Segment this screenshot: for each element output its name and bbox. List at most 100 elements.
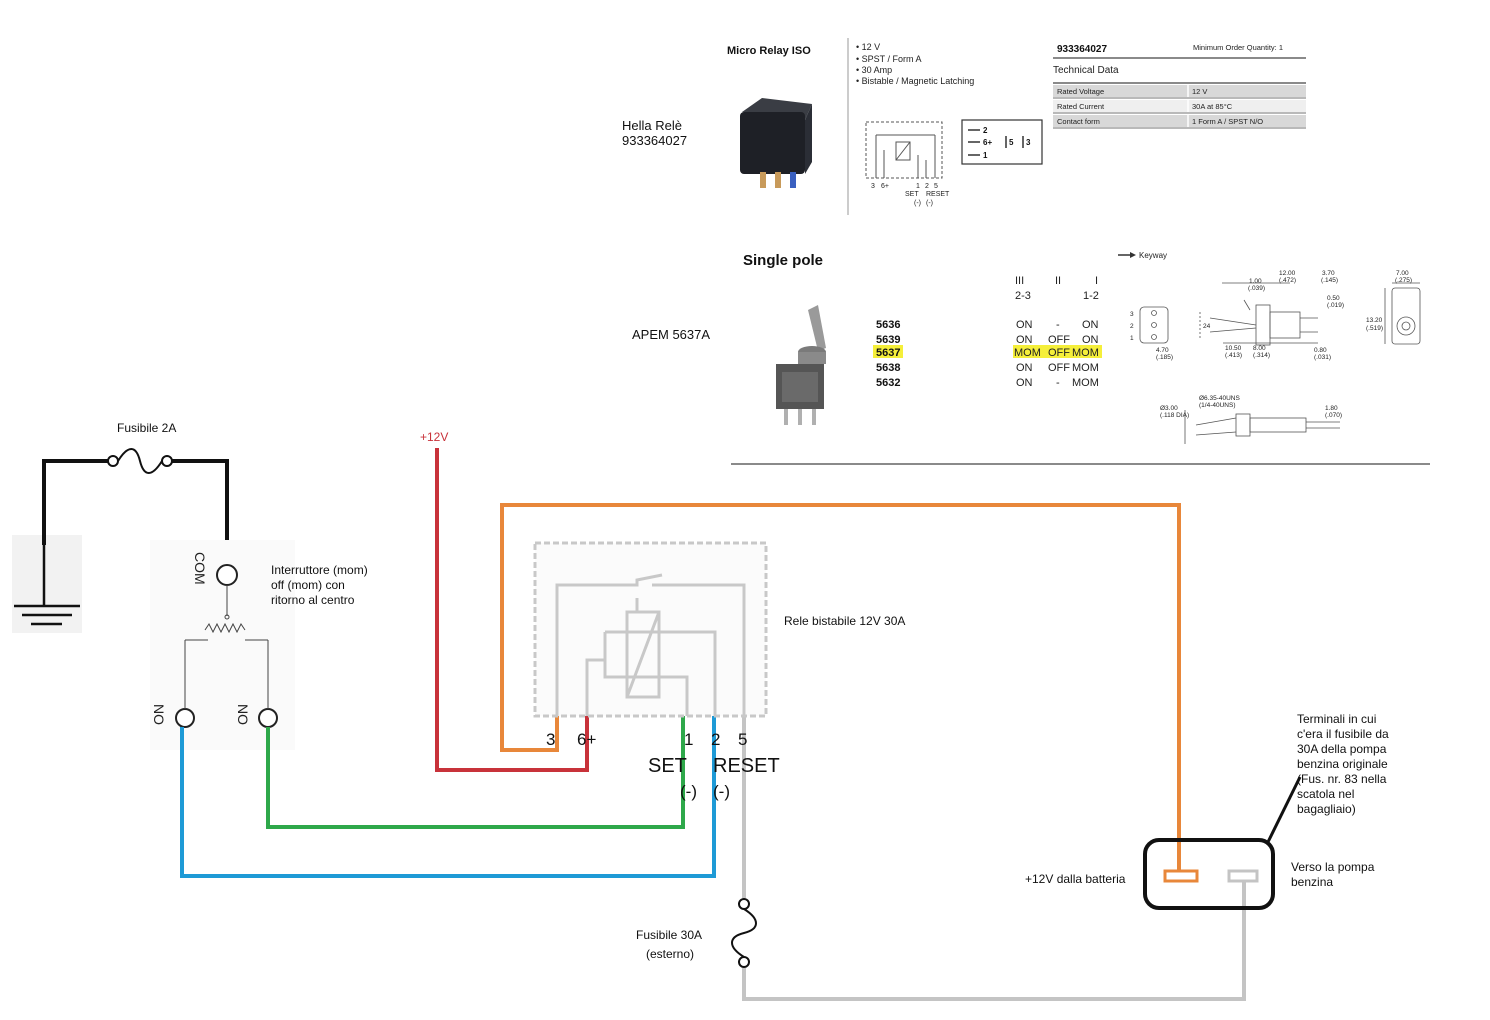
apem-a-1: ON: [1016, 334, 1033, 346]
apem-title: Single pole: [743, 252, 823, 269]
apem-b-2: OFF: [1048, 347, 1070, 359]
apem-code-4: 5632: [876, 377, 900, 389]
dim-6: 0.50: [1327, 295, 1340, 302]
switch-desc-2: off (mom) con: [271, 578, 345, 592]
dim-10: 8.00: [1253, 345, 1266, 352]
fuse-2a-label: Fusibile 2A: [117, 421, 176, 435]
dim-17: (.275): [1395, 277, 1412, 284]
apem-code-0: 5636: [876, 319, 900, 331]
hella-pin-5: 5: [934, 183, 938, 190]
switch-drawings: [1139, 282, 1421, 444]
hella-pin-box: [961, 119, 1043, 165]
pump-label-1: Verso la pompa: [1291, 860, 1375, 874]
terminals-desc-6: bagagliaio): [1297, 802, 1356, 816]
dim-12: 4.70: [1156, 347, 1169, 354]
switch-no-label-right: NO: [235, 704, 251, 725]
dim-13: (.185): [1156, 354, 1173, 361]
relay-pin-2: 2: [711, 730, 720, 749]
apem-c-0: ON: [1082, 319, 1099, 331]
hella-pin-6: 6+: [881, 183, 889, 190]
relay-pin-1: 1: [684, 730, 693, 749]
wire-gray-fuse-to-pump: [742, 876, 1246, 1001]
hella-box-pin-3: 3: [1026, 138, 1031, 147]
dim-25: 1.80: [1325, 405, 1338, 412]
spec-row-bg-2: [1053, 115, 1306, 127]
hella-min-order: Minimum Order Quantity: 1: [1193, 43, 1283, 52]
terminal-pointer: [1266, 776, 1302, 843]
wire-fuse-to-com: [172, 459, 229, 570]
apem-b-4: -: [1056, 377, 1060, 389]
highlight-row: [1013, 345, 1102, 358]
hella-tech-title: Technical Data: [1053, 65, 1119, 76]
fuse-30a-label-2: (esterno): [646, 947, 694, 961]
terminal-pump: [1227, 869, 1259, 883]
spec-key-2: Contact form: [1057, 117, 1100, 126]
hella-pin-3: 3: [871, 183, 875, 190]
apem-c-4: MOM: [1072, 377, 1099, 389]
hella-bullet-3: • Bistable / Magnetic Latching: [856, 76, 974, 86]
switch-com-label: COM: [192, 552, 208, 585]
apem-rows: 5636 ON - ON 5639 ON OFF ON 5637 MOM OFF…: [876, 319, 1099, 389]
spec-key-1: Rated Current: [1057, 102, 1105, 111]
dim-2: 3.70: [1322, 270, 1335, 277]
terminal-battery: [1163, 869, 1199, 883]
apem-datasheet: APEM 5637A Single pole III II I 2-3 1-2 …: [632, 251, 1421, 444]
fuse-30a-icon: [731, 898, 757, 968]
keyway-label: Keyway: [1139, 251, 1167, 260]
apem-a-0: ON: [1016, 319, 1033, 331]
dim-14: 0.80: [1314, 347, 1327, 354]
dim-11: (.314): [1253, 352, 1270, 359]
dim-24: (.118 DIA): [1160, 412, 1189, 419]
dim-3: (.145): [1321, 277, 1338, 284]
spec-row-bg-0: [1053, 85, 1306, 97]
spec-val-0: 12 V: [1192, 87, 1207, 96]
dim-1: (.472): [1279, 277, 1296, 284]
dim-16: 7.00: [1396, 270, 1409, 277]
terminals-desc-4: (Fus. nr. 83 nella: [1297, 772, 1387, 786]
terminals-desc-1: c'era il fusibile da: [1297, 727, 1389, 741]
dim-0: 12.00: [1279, 270, 1296, 277]
terminals-desc-0: Terminali in cui: [1297, 712, 1376, 726]
dim-26: (.070): [1325, 412, 1342, 419]
pin-num-2: 2: [1130, 323, 1134, 330]
dim-5: (.039): [1248, 285, 1265, 292]
fuse-2a-icon: [107, 448, 173, 474]
apem-head-1: II: [1055, 275, 1061, 287]
hella-bullet-2: • 30 Amp: [856, 65, 892, 75]
fuse-30a-label-1: Fusibile 30A: [636, 928, 702, 942]
hella-minus-1: (-): [914, 200, 921, 207]
pin-num-1: 1: [1130, 335, 1134, 342]
apem-head-0: III: [1015, 275, 1024, 287]
apem-sub-1: 1-2: [1083, 290, 1099, 302]
dim-23: Ø3.00: [1160, 405, 1178, 412]
dim-18: 13.20: [1366, 317, 1383, 324]
hella-schematic: [865, 121, 943, 179]
wire-orange: [500, 503, 1181, 876]
apem-a-4: ON: [1016, 377, 1033, 389]
spec-val-1: 30A at 85°C: [1192, 102, 1233, 111]
apem-a-2: MOM: [1014, 347, 1041, 359]
fuse-terminal-box: [1143, 838, 1275, 910]
spec-val-2: 1 Form A / SPST N/O: [1192, 117, 1263, 126]
switch-desc-1: Interruttore (mom): [271, 563, 368, 577]
switch-no-label-left: NO: [151, 704, 167, 725]
dim-22: (1/4-40UNS): [1199, 402, 1235, 409]
dim-7: (.019): [1327, 302, 1344, 309]
hella-box-pin-2: 2: [983, 126, 988, 135]
hella-set: SET: [905, 191, 919, 198]
wire-blue-reset: [180, 716, 716, 878]
relay-reset-label: RESET: [713, 755, 780, 777]
apem-code-2: 5637: [876, 347, 900, 359]
apem-c-1: ON: [1082, 334, 1099, 346]
hella-minus-2: (-): [926, 200, 933, 207]
apem-b-1: OFF: [1048, 334, 1070, 346]
dim-4: 1.00: [1249, 278, 1262, 285]
terminals-desc-2: 30A della pompa: [1297, 742, 1387, 756]
hella-label-1: Hella Relè: [622, 118, 682, 133]
apem-sub-0: 2-3: [1015, 290, 1031, 302]
wire-red-12v: [435, 448, 589, 772]
hella-box-pin-1: 1: [983, 151, 988, 160]
apem-head-2: I: [1095, 275, 1098, 287]
dimension-labels: 12.00 (.472) 3.70 (.145) 1.00 (.039) 0.5…: [1130, 270, 1412, 419]
